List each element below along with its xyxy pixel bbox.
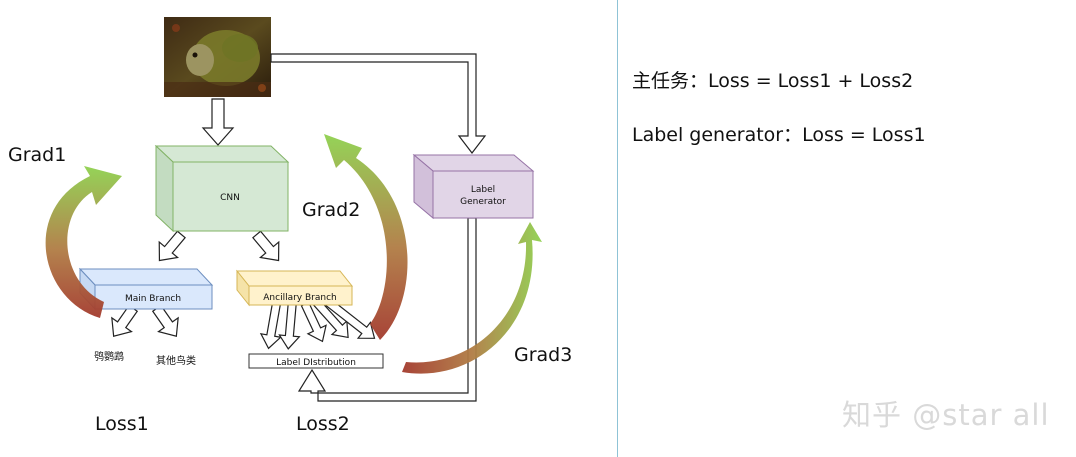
grad3-label: Grad3	[514, 344, 572, 366]
grad2-arrow	[324, 134, 408, 340]
grad3-arrow	[402, 222, 542, 374]
cnn-box: CNN	[154, 144, 290, 233]
grad1-arrow	[45, 166, 122, 318]
watermark: 知乎 @star all	[842, 398, 1050, 432]
label-generator-label-1: Label	[471, 185, 495, 195]
arrow-image-to-cnn	[201, 98, 235, 146]
panel-divider	[617, 0, 618, 457]
arrow-cnn-to-ancillary	[252, 230, 280, 262]
main-branch-label: Main Branch	[125, 294, 181, 304]
grad2-label: Grad2	[302, 199, 360, 221]
arrow-image-to-generator	[270, 53, 487, 154]
ancillary-branch-box: Ancillary Branch	[235, 269, 354, 307]
loss2-label: Loss2	[296, 413, 350, 435]
label-distribution-box: Label DIstribution	[248, 353, 384, 369]
main-task-loss-text: 主任务：Loss = Loss1 + Loss2	[632, 70, 914, 92]
label-generator-loss-text: Label generator：Loss = Loss1	[632, 124, 926, 146]
loss1-label: Loss1	[95, 413, 149, 435]
arrow-generator-to-distribution	[297, 217, 477, 402]
grad1-label: Grad1	[8, 144, 66, 166]
arrow-cnn-to-main	[158, 230, 186, 262]
output-other-birds-label: 其他鸟类	[156, 354, 196, 367]
arrow-ancillary-to-dist-3	[300, 301, 327, 343]
arrow-ancillary-to-dist-1	[259, 302, 282, 350]
label-generator-label-2: Generator	[460, 197, 506, 207]
label-generator-box: Label Generator	[412, 153, 535, 220]
ancillary-branch-label: Ancillary Branch	[263, 293, 336, 303]
input-bird-image	[164, 17, 271, 97]
cnn-label: CNN	[220, 193, 240, 203]
arrow-main-to-parrot	[111, 304, 139, 337]
label-distribution-label: Label DIstribution	[276, 358, 356, 368]
output-parrot-label: 鸮鹦鹉	[94, 350, 124, 363]
arrow-ancillary-to-dist-2	[278, 303, 301, 350]
flow-arrows	[111, 98, 376, 350]
